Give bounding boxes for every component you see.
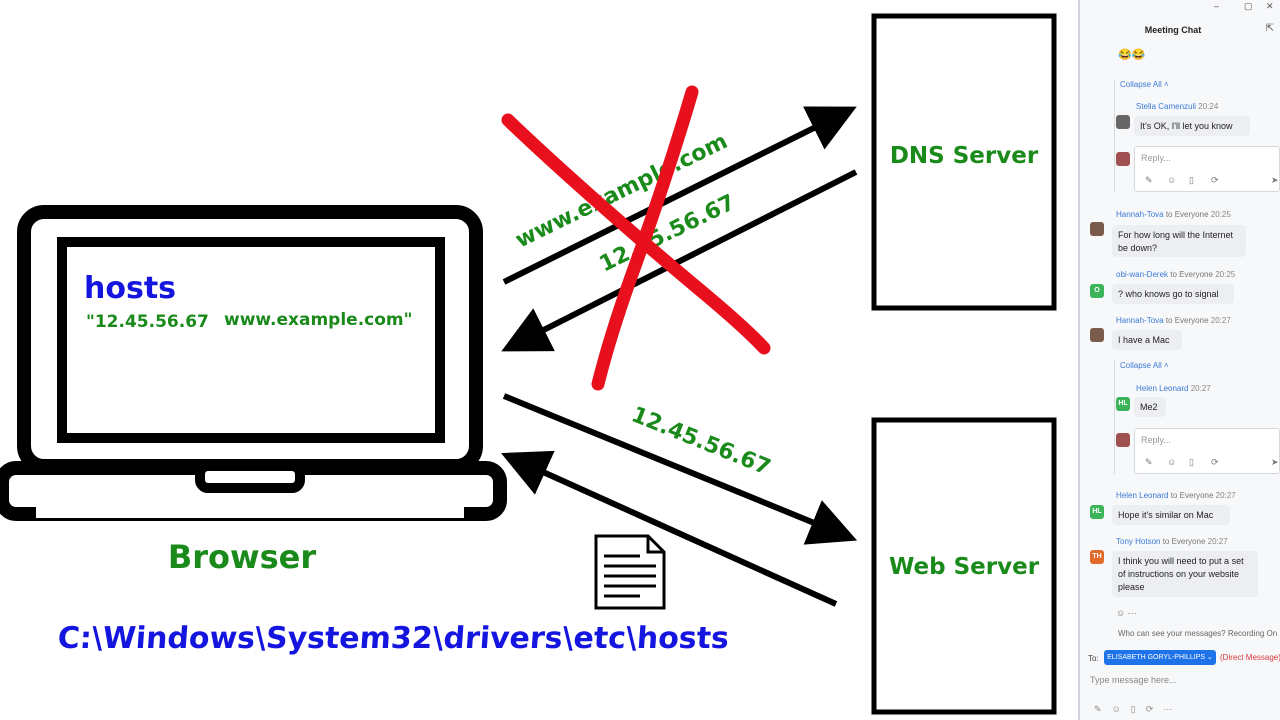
visibility-note[interactable]: Who can see your messages? Recording On: [1118, 629, 1278, 638]
message-bubble: ? who knows go to signal: [1112, 284, 1234, 304]
browser-label: Browser: [168, 538, 316, 576]
screenshot-icon[interactable]: ⟳: [1211, 457, 1219, 467]
document-icon: [594, 534, 666, 610]
dns-response-arrow: [501, 169, 858, 352]
reply-input[interactable]: Reply... ✎ ☺ ▯ ⟳ ➤: [1134, 146, 1280, 192]
web-request-arrow: [502, 393, 858, 545]
file-icon[interactable]: ▯: [1189, 457, 1194, 467]
reply-input[interactable]: Reply... ✎ ☺ ▯ ⟳ ➤: [1134, 428, 1280, 474]
message-meta: obi-wan-Derek to Everyone 20:25: [1116, 270, 1236, 279]
avatar: [1116, 115, 1130, 129]
message-input[interactable]: Type message here...: [1090, 675, 1177, 685]
format-icon[interactable]: ✎: [1145, 457, 1153, 467]
emoji-icon[interactable]: ☺: [1167, 175, 1177, 185]
avatar: [1090, 328, 1104, 342]
message-bubble: For how long will the Internet be down?: [1112, 225, 1246, 257]
dns-server-label: DNS Server: [890, 143, 1039, 169]
emoji-icon[interactable]: ☺: [1167, 457, 1177, 467]
web-server-label: Web Server: [889, 554, 1040, 580]
hosts-file-path: C:\Windows\System32\drivers\etc\hosts: [57, 621, 730, 656]
composer-toolbar: ✎ ☺ ▯ ⟳ ⋯: [1094, 704, 1172, 715]
format-icon[interactable]: ✎: [1094, 704, 1102, 714]
message-bubble: Hope it's similar on Mac: [1112, 505, 1230, 525]
avatar: [1090, 222, 1104, 236]
thread-line: [1114, 360, 1115, 474]
reply-placeholder: Reply...: [1141, 435, 1171, 445]
send-icon[interactable]: ➤: [1271, 457, 1279, 467]
avatar: HL: [1090, 505, 1104, 519]
reaction-icon[interactable]: ☺ ⋯: [1116, 608, 1137, 618]
minimize-button[interactable]: –: [1214, 1, 1220, 11]
reply-placeholder: Reply...: [1141, 153, 1171, 163]
emoji-icon[interactable]: ☺: [1111, 704, 1121, 714]
avatar: TH: [1090, 550, 1104, 564]
more-icon[interactable]: ⋯: [1163, 704, 1173, 714]
send-icon[interactable]: ➤: [1271, 175, 1279, 185]
dns-server-box: [871, 13, 1057, 311]
avatar: [1116, 152, 1130, 166]
recipient-dropdown[interactable]: ELISABETH GORYL-PHILLIPS ⌄: [1104, 650, 1216, 665]
file-icon[interactable]: ▯: [1130, 704, 1136, 714]
message-bubble: I think you will need to put a set of in…: [1112, 551, 1258, 597]
emoji-reactions: 😂😂: [1118, 49, 1146, 61]
avatar: O: [1090, 284, 1104, 298]
screenshot-icon[interactable]: ⟳: [1145, 704, 1154, 714]
dns-query-arrow: [502, 106, 857, 285]
message-meta: Hannah-Tova to Everyone 20:25: [1116, 210, 1231, 219]
message-bubble: It's OK, I'll let you know: [1134, 116, 1250, 136]
window-controls: – ▢ ✕: [1080, 0, 1280, 12]
maximize-button[interactable]: ▢: [1244, 1, 1253, 11]
message-bubble: Me2: [1134, 397, 1166, 417]
to-label: To:: [1088, 654, 1099, 663]
thread-line: [1114, 80, 1115, 192]
dns-hosts-diagram: hosts "12.45.56.67 www.example.com" Brow…: [0, 13, 1057, 715]
message-bubble: I have a Mac: [1112, 330, 1182, 350]
message-meta: Helen Leonard 20:27: [1136, 384, 1211, 393]
message-meta: Hannah-Tova to Everyone 20:27: [1116, 316, 1231, 325]
collapse-all-button[interactable]: Collapse All ˄: [1120, 80, 1169, 89]
file-icon[interactable]: ▯: [1189, 175, 1194, 185]
web-response-arrow: [501, 450, 838, 607]
message-meta: Helen Leonard to Everyone 20:27: [1116, 491, 1236, 500]
message-meta: Stella Camenzuli 20:24: [1136, 102, 1219, 111]
collapse-all-button[interactable]: Collapse All ˄: [1120, 361, 1169, 370]
hosts-entry-domain: www.example.com": [224, 310, 412, 330]
popout-icon[interactable]: ⇱: [1265, 23, 1274, 34]
direct-message-label: (Direct Message): [1220, 653, 1280, 662]
hosts-title: hosts: [84, 271, 176, 306]
web-request-label: 12.45.56.67: [628, 402, 774, 480]
meeting-chat-panel: – ▢ ✕ Meeting Chat ⇱ 😂😂 Collapse All ˄ S…: [1078, 0, 1280, 720]
close-button[interactable]: ✕: [1266, 1, 1274, 11]
avatar: HL: [1116, 397, 1130, 411]
web-server-box: [871, 417, 1057, 715]
format-icon[interactable]: ✎: [1145, 175, 1153, 185]
cross-out-icon: [501, 85, 771, 391]
hosts-entry-ip: "12.45.56.67: [86, 312, 209, 332]
message-meta: Tony Hotson to Everyone 20:27: [1116, 537, 1228, 546]
chat-title: Meeting Chat: [1144, 25, 1202, 35]
screenshot-icon[interactable]: ⟳: [1211, 175, 1219, 185]
laptop-icon: [0, 205, 507, 521]
avatar: [1116, 433, 1130, 447]
